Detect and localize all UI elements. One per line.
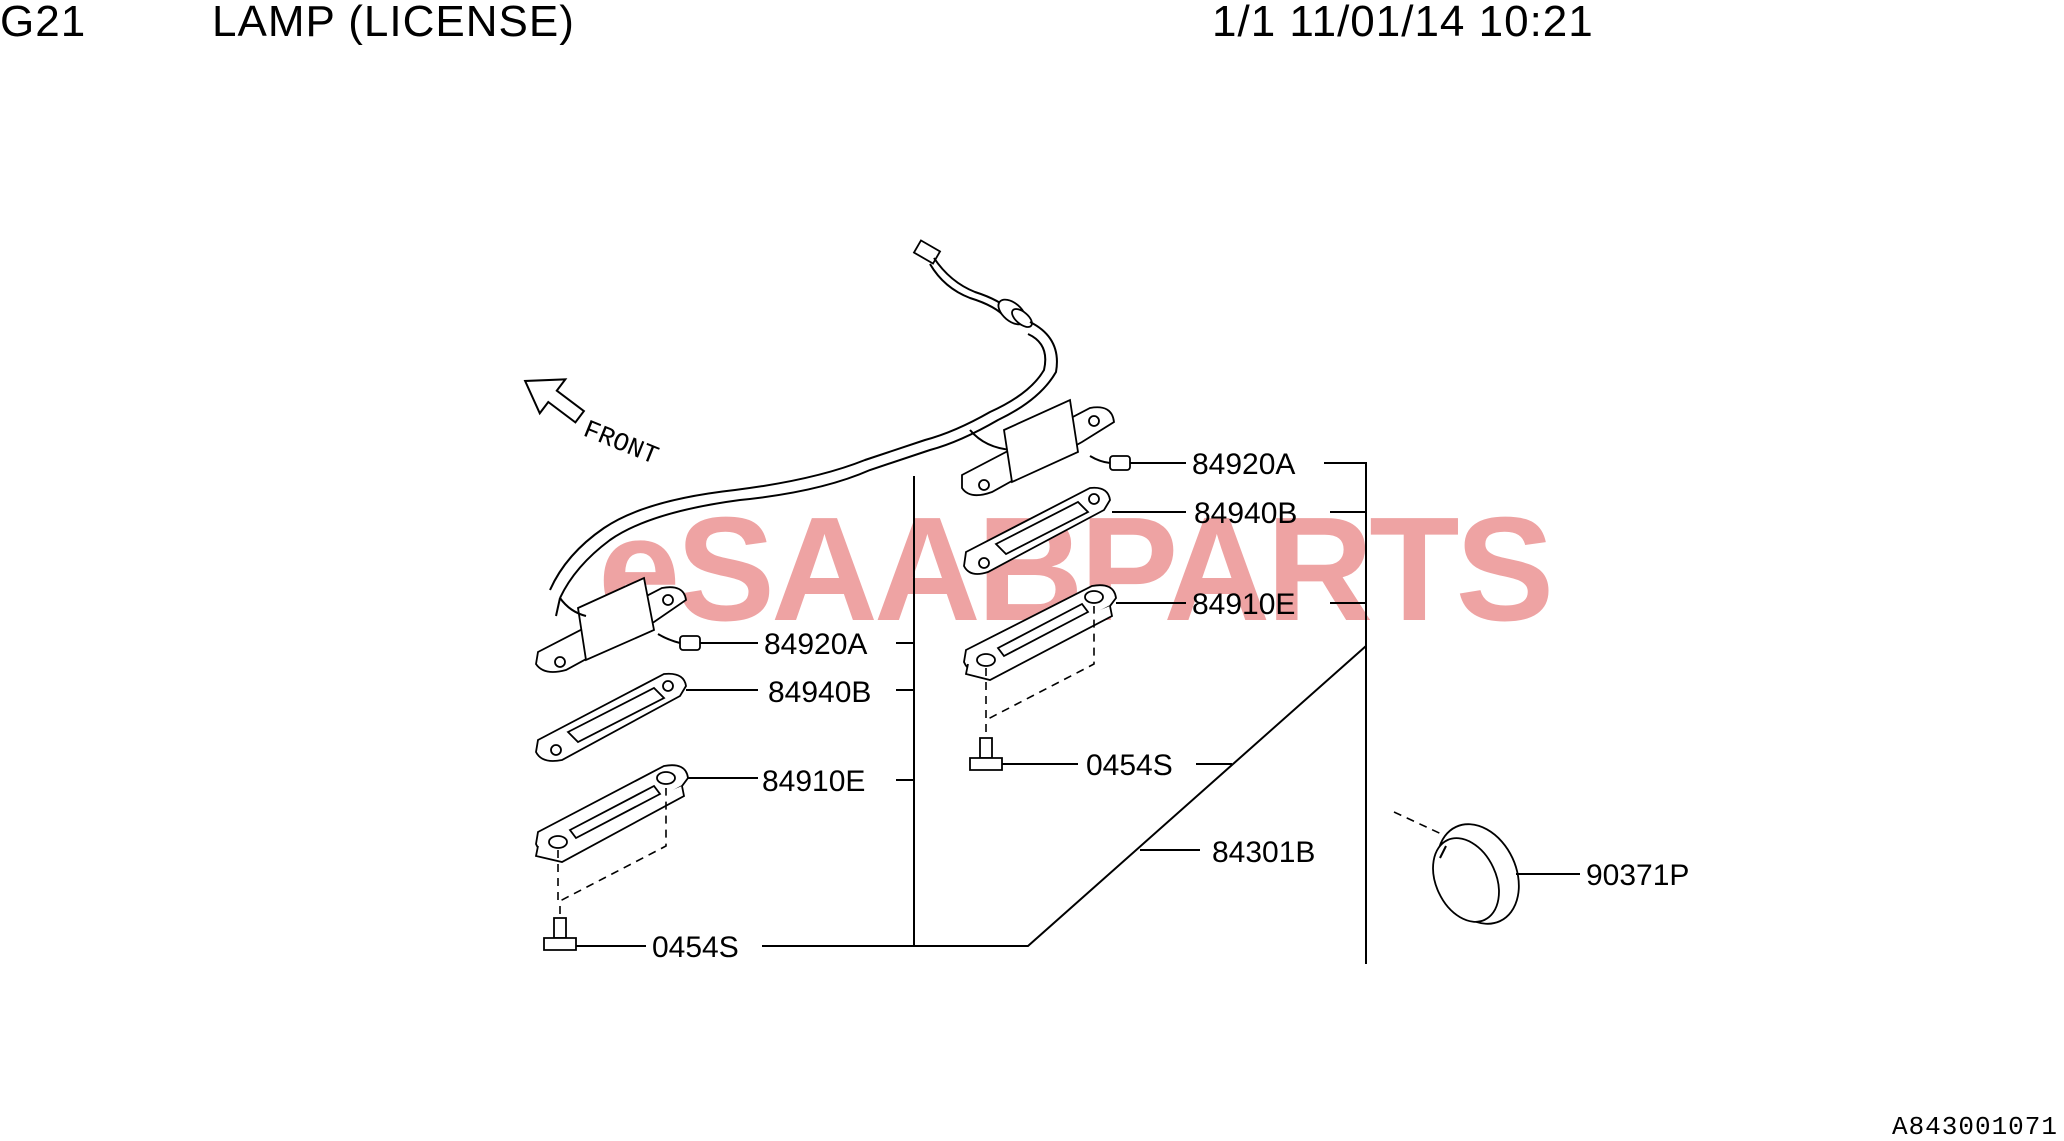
leader-lines [576,462,1580,964]
watermark-logo: eSAABPARTS [598,487,1550,652]
callout-lens-right: 84910E [1192,588,1295,621]
plug-drawing [1393,811,1520,925]
callout-gasket-left: 84940B [768,676,871,709]
callout-lamp-base-left: 84920A [764,628,867,661]
header-diagram-code: G21 [0,0,87,46]
screw-left-drawing [543,906,577,951]
lamp-base-right-drawing [961,398,1131,497]
watermark-prefix: eSAAB [598,487,1080,652]
watermark-suffix: PARTS [1080,487,1551,652]
callout-plug: 90371P [1586,859,1689,892]
lamp-lens-right-drawing [963,584,1117,722]
callout-lamp-base-right: 84920A [1192,448,1295,481]
callout-screw-right: 0454S [1086,749,1173,782]
lamp-gasket-right-drawing [963,486,1111,575]
callout-lens-left: 84910E [762,765,865,798]
lamp-gasket-left-drawing [535,672,687,762]
header-title: LAMP (LICENSE) [212,0,575,46]
callout-lamp-assembly: 84301B [1212,836,1315,869]
front-label: FRONT [579,415,663,472]
callout-screw-left: 0454S [652,931,739,964]
front-arrow-icon [523,378,586,424]
wiring-harness-drawing [549,239,1058,617]
screw-right-drawing [969,724,1003,771]
lamp-lens-left-drawing [534,764,689,904]
callout-gasket-right: 84940B [1194,497,1297,530]
lamp-base-left-drawing [535,576,701,673]
header-page-date-time: 1/1 11/01/14 10:21 [1212,0,1594,46]
reference-code: A843001071 [1892,1112,2058,1141]
